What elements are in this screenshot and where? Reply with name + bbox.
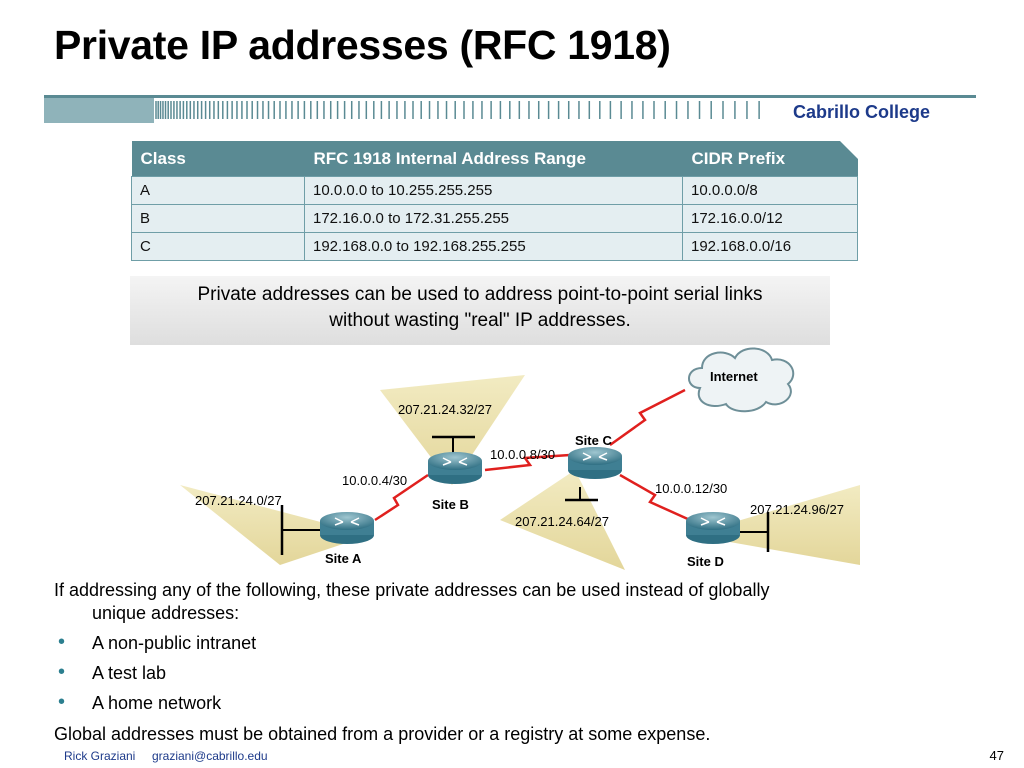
link-cd-label: 10.0.0.12/30 [655, 481, 728, 496]
router-site-d [686, 512, 740, 544]
router-label-site-c: Site C [575, 433, 612, 448]
cloud-label: Internet [710, 369, 758, 384]
lan-b-wedge [380, 375, 525, 485]
page-title: Private IP addresses (RFC 1918) [54, 22, 671, 68]
cell-cidr: 10.0.0.0/8 [682, 176, 858, 205]
serial-link-cd [619, 473, 691, 522]
serial-link-internet [609, 388, 686, 447]
lan-d-wedge [690, 485, 860, 565]
router-site-b [428, 452, 482, 484]
cell-class: B [131, 204, 305, 233]
footer-author: Rick Graziani [64, 749, 136, 763]
bullet-icon: • [58, 661, 66, 683]
link-bc-label: 10.0.0.8/30 [490, 447, 556, 462]
page-number: 47 [989, 748, 1004, 763]
table-corner-fold [840, 141, 858, 159]
header-band [44, 95, 976, 123]
note-line-2: without wasting "real" IP addresses. [329, 310, 631, 331]
lan-d-label: 207.21.24.96/27 [750, 502, 844, 517]
router-label-site-b: Site B [432, 497, 469, 512]
bullet-text: A non-public intranet [92, 633, 257, 653]
table-row: B 172.16.0.0 to 172.31.255.255 172.16.0.… [131, 204, 858, 233]
header-cidr: CIDR Prefix [682, 141, 858, 177]
cell-class: A [131, 176, 305, 205]
bullet-icon: • [58, 691, 66, 713]
link-ab-label: 10.0.0.4/30 [342, 473, 408, 488]
internet-cloud-icon [688, 347, 795, 413]
router-label-site-a: Site A [325, 551, 362, 566]
router-site-a [320, 512, 374, 544]
cell-range: 192.168.0.0 to 192.168.255.255 [304, 232, 683, 261]
lan-a-wedge [180, 485, 370, 565]
header-class: Class [131, 141, 305, 177]
header-range: RFC 1918 Internal Address Range [304, 141, 683, 177]
bullet-text: A test lab [92, 663, 167, 683]
lan-c-wedge [500, 470, 625, 570]
bullet-text: A home network [92, 693, 222, 713]
cell-cidr: 172.16.0.0/12 [682, 204, 858, 233]
table-row: C 192.168.0.0 to 192.168.255.255 192.168… [131, 232, 858, 261]
cell-cidr: 192.168.0.0/16 [682, 232, 858, 261]
college-name: Cabrillo College [792, 102, 930, 122]
lan-a-label: 207.21.24.0/27 [195, 493, 282, 508]
lan-c-label: 207.21.24.64/27 [515, 514, 609, 529]
rfc1918-table: Class RFC 1918 Internal Address Range CI… [131, 141, 858, 261]
footer-email: graziani@cabrillo.edu [152, 749, 268, 763]
note-line-1: Private addresses can be used to address… [197, 284, 763, 305]
lan-b-label: 207.21.24.32/27 [398, 402, 492, 417]
cell-class: C [131, 232, 305, 261]
closing-text: Global addresses must be obtained from a… [54, 724, 711, 744]
serial-link-ab [374, 473, 429, 522]
router-site-c [568, 447, 622, 479]
cell-range: 10.0.0.0 to 10.255.255.255 [304, 176, 683, 205]
note-box: Private addresses can be used to address… [130, 276, 830, 345]
router-label-site-d: Site D [687, 554, 724, 569]
bullet-icon: • [58, 631, 66, 653]
intro-text-line-2: unique addresses: [92, 603, 240, 623]
table-row: A 10.0.0.0 to 10.255.255.255 10.0.0.0/8 [131, 176, 858, 205]
serial-link-bc [484, 453, 571, 472]
network-diagram: Internet 207.21.24.32/27 Site C 10.0.0.8… [170, 340, 870, 580]
table-header-row: Class RFC 1918 Internal Address Range CI… [131, 141, 858, 177]
cell-range: 172.16.0.0 to 172.31.255.255 [304, 204, 683, 233]
intro-text-line-1: If addressing any of the following, thes… [54, 580, 770, 600]
